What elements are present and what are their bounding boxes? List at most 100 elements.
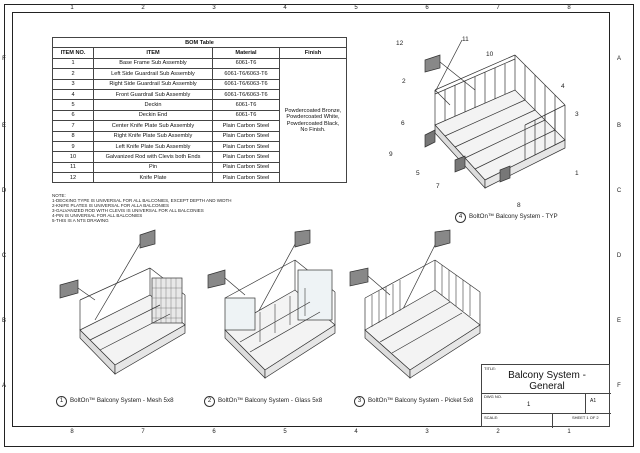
zone-bottom-8: 8 [70,429,74,435]
item-name: Center Knife Plate Sub Assembly [93,120,213,132]
bom-header-material: Material [212,47,280,59]
zone-left-b: B [1,318,6,324]
zone-top-3: 3 [212,5,216,11]
item-material: Plain Carbon Steel [212,151,280,163]
item-name: Knife Plate [93,172,213,184]
item-material: 6061-T6 [212,57,280,70]
item-material: Plain Carbon Steel [212,120,280,132]
title-block: TITLE: Balcony System - General DWG NO. … [481,364,611,428]
bom-header-finish: Finish [279,47,347,59]
note-line: 2-KNIFE PLATES IS UNIVERSAL FOR ALLA BAL… [52,203,170,208]
zone-bottom-6: 6 [212,429,216,435]
note-line: 5-THIS IS A NTS DRAWING [52,218,109,223]
view-number: 1 [56,396,67,407]
drawing-frame [12,12,610,427]
zone-left-f: F [2,56,6,62]
item-name: Galvanized Rod with Clevis both Ends [93,151,213,163]
view-number: 4 [455,212,466,223]
zone-right-f: F [617,383,621,389]
zone-top-4: 4 [283,5,287,11]
item-no: 6 [52,109,94,122]
sheet-size: A1 [590,398,597,404]
item-no: 3 [52,78,94,90]
bom-header-item-no: ITEM NO. [52,47,94,59]
picket-balcony-drawing [349,229,481,379]
item-no: 9 [52,140,94,153]
view-label: BoltOn™ Balcony System - Picket 5x8 [368,397,474,404]
item-name: Right Knife Plate Sub Assembly [93,130,213,142]
note-line: 4-PIN IS UNIVERSAL FOR ALL BALCONIES [52,213,143,218]
zone-left-d: D [1,188,7,194]
callout-10: 10 [486,51,494,58]
item-name: Deckin [93,99,213,111]
drawing-title: Balcony System - General [508,370,586,392]
item-no: 10 [52,151,94,163]
item-name: Front Guardrail Sub Assembly [93,88,213,101]
dwg-no-label: DWG NO. [484,394,502,399]
callout-4: 4 [561,83,565,90]
view-label: BoltOn™ Balcony System - Glass 5x8 [218,397,323,404]
bom-finish-cell: Powdercoated Bronze, Powdercoated White,… [279,57,347,184]
item-name: Right Side Guardrail Sub Assembly [93,78,213,90]
item-no: 11 [52,161,94,174]
item-no: 12 [52,172,94,184]
view-number: 2 [204,396,215,407]
item-name: Left Knife Plate Sub Assembly [93,140,213,153]
callout-3: 3 [575,111,579,118]
mesh-balcony-drawing [59,229,186,375]
notes-heading: NOTE: [52,193,66,198]
callout-12: 12 [396,40,404,47]
item-name: Pin [93,161,213,174]
zone-top-6: 6 [425,5,429,11]
view-label: BoltOn™ Balcony System - TYP [469,213,558,220]
item-no: 5 [52,99,94,111]
zone-bottom-5: 5 [283,429,287,435]
item-name: Left Side Guardrail Sub Assembly [93,68,213,80]
zone-left-a: A [1,383,6,389]
item-material: Plain Carbon Steel [212,172,280,184]
zone-left-c: C [1,253,7,259]
item-no: 8 [52,130,94,142]
bom-title: BOM Table [52,36,347,49]
item-material: Plain Carbon Steel [212,130,280,142]
sheet-number: SHEET 1 OF 2 [572,415,599,420]
zone-top-7: 7 [496,5,500,11]
glass-balcony-drawing [207,229,336,379]
item-no: 7 [52,120,94,132]
item-material: 6061-T6/6063-T6 [212,78,280,90]
item-material: Plain Carbon Steel [212,140,280,153]
callout-5: 5 [416,170,420,177]
item-no: 1 [52,57,94,70]
view-number: 3 [354,396,365,407]
zone-right-a: A [616,56,621,62]
item-material: 6061-T6/6063-T6 [212,68,280,80]
item-material: 6061-T6 [212,109,280,122]
zone-top-5: 5 [354,5,358,11]
item-material: 6061-T6/6063-T6 [212,88,280,101]
zone-bottom-2: 2 [496,429,500,435]
zone-left-e: E [1,123,6,129]
zone-bottom-1: 1 [567,429,571,435]
bom-table: BOM Table ITEM NO. ITEM Material Finish … [52,36,347,184]
title-label: TITLE: [484,366,497,371]
callout-9: 9 [389,151,393,158]
view-label: BoltOn™ Balcony System - Mesh 5x8 [70,397,174,404]
callout-11: 11 [462,36,469,43]
item-name: Deckin End [93,109,213,122]
zone-bottom-7: 7 [141,429,145,435]
bom-header-item: ITEM [93,47,213,59]
item-material: 6061-T6 [212,99,280,111]
zone-bottom-3: 3 [425,429,429,435]
zone-right-c: C [616,188,622,194]
zone-top-8: 8 [567,5,571,11]
item-no: 4 [52,88,94,101]
dwg-no: 1 [527,402,531,408]
note-line: 3-GALVANIZED ROD WITH CLEVIS IS UNIVERSA… [52,208,204,213]
callout-1: 1 [575,170,579,177]
